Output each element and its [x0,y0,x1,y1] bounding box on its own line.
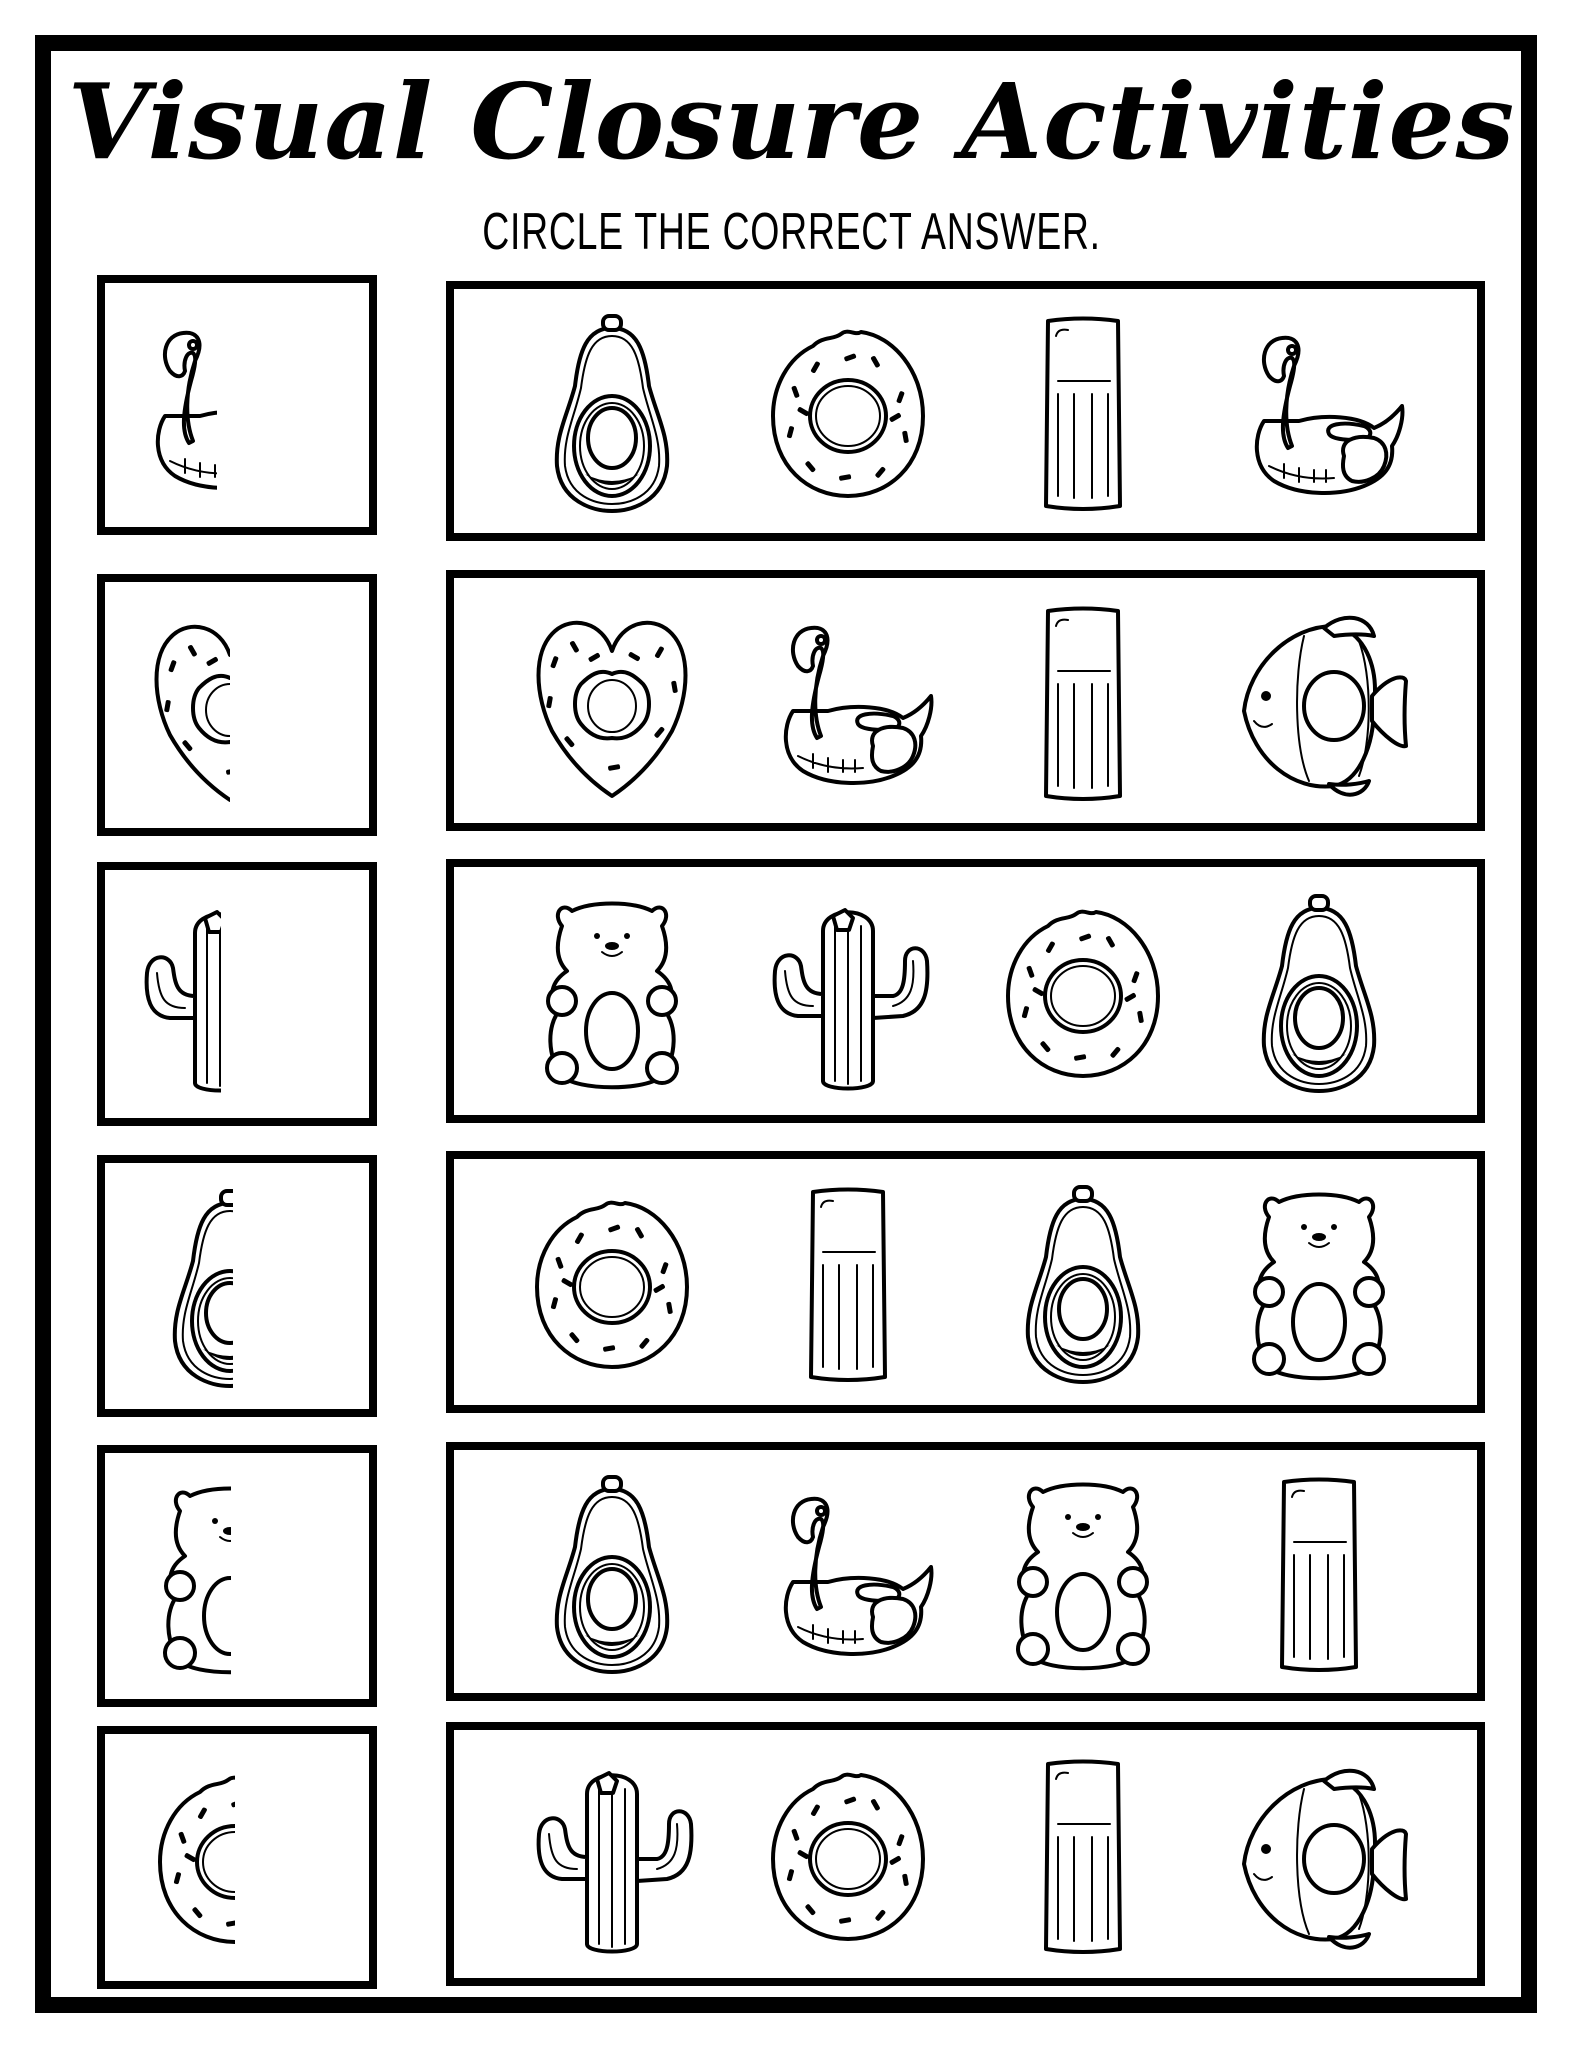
cactus-float-icon [517,1749,707,1959]
option-donut-float[interactable] [748,1744,948,1964]
avocado-float-icon [1224,886,1414,1096]
instructions: CIRCLE THE CORRECT ANSWER. [482,203,1101,261]
donut-float-icon [753,306,943,516]
avocado-float-icon [988,1177,1178,1387]
option-bear-float[interactable] [512,881,712,1101]
pool-raft-icon [988,596,1178,806]
option-fish-float[interactable] [1219,1744,1419,1964]
option-pool-raft[interactable] [983,301,1183,521]
heart-donut-float-icon [517,596,707,806]
option-heart-donut-float[interactable] [512,591,712,811]
clue-box-row-5 [97,1445,377,1707]
option-donut-float[interactable] [748,301,948,521]
avocado-float-icon [517,1467,707,1677]
option-pool-raft[interactable] [748,1172,948,1392]
option-flamingo-float[interactable] [1219,301,1419,521]
bear-float-icon [1224,1177,1414,1387]
clue-box-row-2 [97,574,377,836]
page-title: Visual Closure Activities [67,60,1516,183]
pool-raft-icon [988,306,1178,516]
option-pool-raft[interactable] [983,591,1183,811]
option-avocado-float[interactable] [983,1172,1183,1392]
option-avocado-float[interactable] [1219,881,1419,1101]
donut-float-icon [753,1749,943,1959]
donut-float-icon [517,1177,707,1387]
answer-row-6 [446,1722,1485,1986]
option-pool-raft[interactable] [1219,1462,1419,1682]
answer-row-3 [446,859,1485,1123]
fish-float-icon [1224,1749,1414,1959]
pool-raft-icon [753,1177,943,1387]
option-avocado-float[interactable] [512,1462,712,1682]
option-flamingo-float[interactable] [748,591,948,811]
clue-box-row-1 [97,275,377,535]
pool-raft-icon [1224,1467,1414,1677]
donut-float-icon [988,886,1178,1096]
bear-float-icon [517,886,707,1096]
answer-row-2 [446,570,1485,831]
option-donut-float[interactable] [512,1172,712,1392]
option-avocado-float[interactable] [512,301,712,521]
avocado-float-icon [517,306,707,516]
clue-box-row-6 [97,1726,377,1989]
option-cactus-float[interactable] [512,1744,712,1964]
answer-row-5 [446,1442,1485,1701]
pool-raft-icon [988,1749,1178,1959]
answer-row-4 [446,1151,1485,1413]
cactus-float-icon [753,886,943,1096]
flamingo-float-icon [753,596,943,806]
flamingo-float-icon [1224,306,1414,516]
clue-box-row-4 [97,1155,377,1417]
bear-float-icon [988,1467,1178,1677]
fish-float-icon [1224,596,1414,806]
option-flamingo-float[interactable] [748,1462,948,1682]
option-bear-float[interactable] [983,1462,1183,1682]
option-donut-float[interactable] [983,881,1183,1101]
answer-row-1 [446,281,1485,541]
option-fish-float[interactable] [1219,591,1419,811]
page-border [35,35,1537,2013]
clue-box-row-3 [97,862,377,1126]
option-bear-float[interactable] [1219,1172,1419,1392]
flamingo-float-icon [753,1467,943,1677]
option-pool-raft[interactable] [983,1744,1183,1964]
option-cactus-float[interactable] [748,881,948,1101]
